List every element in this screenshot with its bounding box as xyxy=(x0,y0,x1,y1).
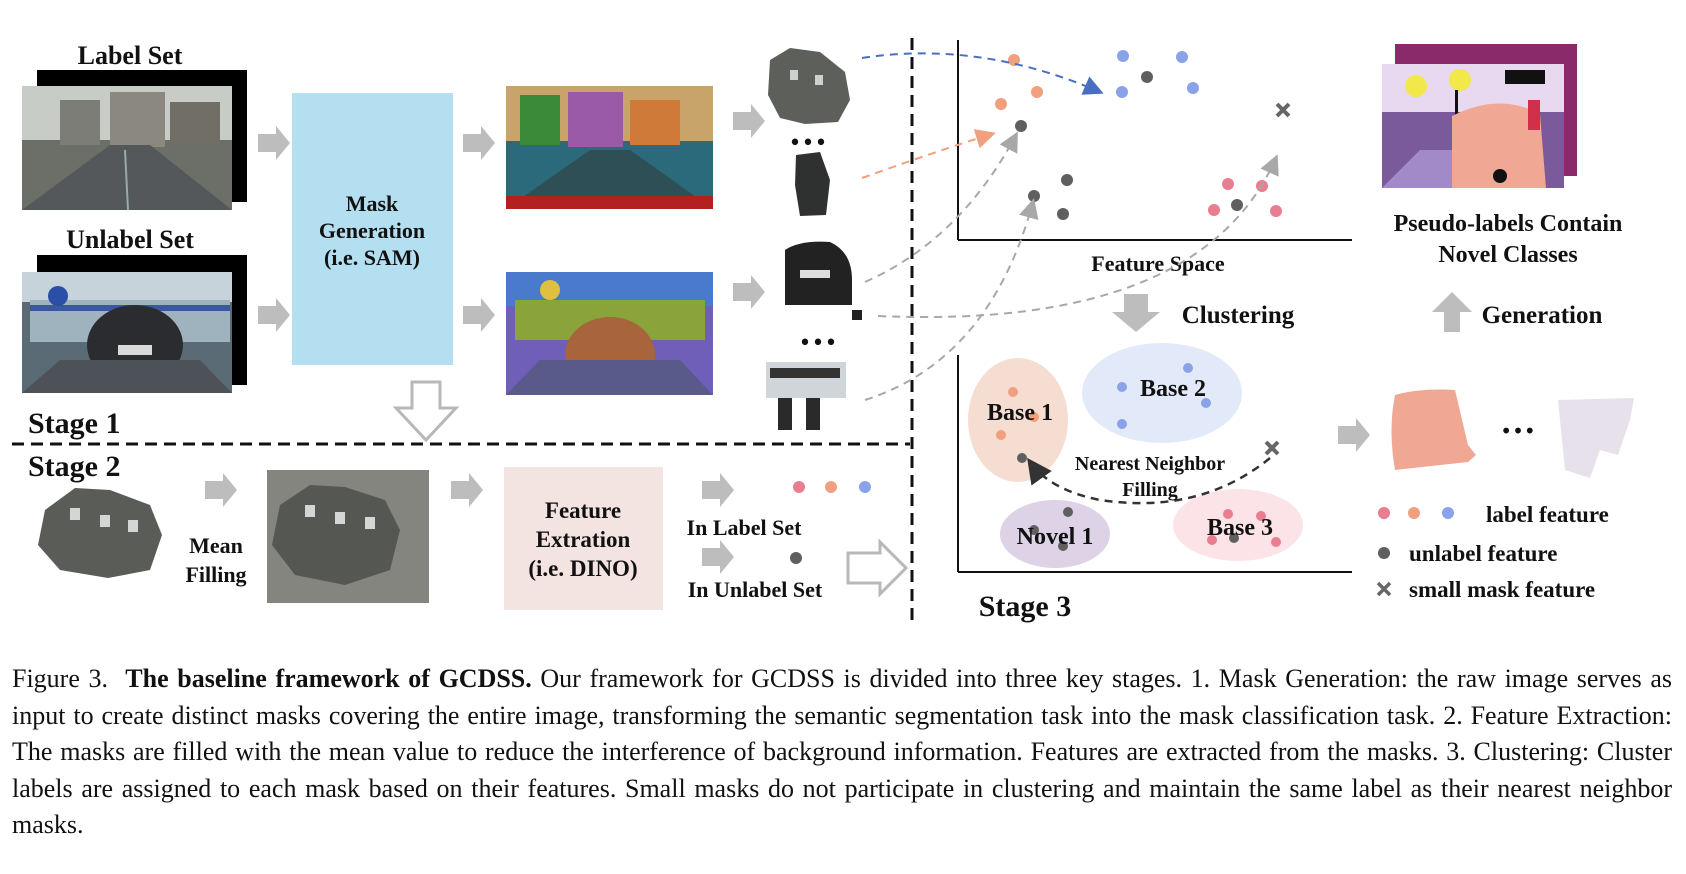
segmented-label-image xyxy=(506,86,713,209)
in-unlabel-set-text: In Unlabel Set xyxy=(688,577,823,602)
mask-crop-pole xyxy=(795,152,830,216)
base1-label: Base 1 xyxy=(987,400,1053,426)
caption-body: Our framework for GCDSS is divided into … xyxy=(12,664,1673,839)
pseudo-labels-line2: Novel Classes xyxy=(1438,242,1577,268)
generation-label: Generation xyxy=(1482,302,1603,329)
cluster-novel1 xyxy=(1000,500,1110,568)
in-label-set-text: In Label Set xyxy=(687,515,803,540)
caption-title: The baseline framework of GCDSS. xyxy=(125,664,532,693)
legend-dot-pink xyxy=(1378,507,1390,519)
clustering-arrow xyxy=(1112,294,1160,332)
cluster-base3 xyxy=(1173,489,1303,561)
mean-filling-line1: Mean xyxy=(189,533,243,558)
arc-pole-to-orange xyxy=(861,129,996,179)
base2-label: Base 2 xyxy=(1140,376,1206,402)
stage2-label: Stage 2 xyxy=(28,450,121,483)
legend-small-mask-feature: small mask feature xyxy=(1409,577,1595,602)
unlabel-set-title: Unlabel Set xyxy=(66,225,194,254)
stage2-label-dot-blue xyxy=(859,481,871,493)
cluster-points xyxy=(996,363,1281,551)
legend-dot-orange xyxy=(1408,507,1420,519)
stage1-arrows xyxy=(258,104,765,332)
arrow-to-feature-extraction xyxy=(451,473,483,507)
mask-generation-box xyxy=(292,93,453,365)
nearest-neighbor-arrow xyxy=(1027,457,1271,505)
stage2-unlabel-dot xyxy=(790,552,802,564)
mask-crop-building xyxy=(768,48,850,124)
mask-crop-tram xyxy=(766,362,846,430)
stage2-label-dot-orange xyxy=(825,481,837,493)
ellipsis-3: ••• xyxy=(1500,419,1535,443)
pseudo-label-image xyxy=(1382,44,1577,188)
unlabel-set-image xyxy=(22,255,247,393)
feature-extraction-line2: Extration xyxy=(536,527,631,552)
legend: label feature unlabel feature small mask… xyxy=(1376,502,1609,602)
figure-caption: Figure 3. The baseline framework of GCDS… xyxy=(12,661,1672,844)
feature-extraction-line1: Feature xyxy=(545,498,621,523)
feature-space-points xyxy=(995,50,1291,220)
legend-dot-blue xyxy=(1442,507,1454,519)
colored-mask-building xyxy=(1391,389,1476,470)
framework-figure: Label Set Unlabel Set Mask Generation (i… xyxy=(12,38,1634,623)
mask-generation-line1: Mask xyxy=(346,191,399,216)
novel1-label: Novel 1 xyxy=(1017,524,1094,550)
stage1-label: Stage 1 xyxy=(28,407,121,440)
mask-generation-line3: (i.e. SAM) xyxy=(324,245,420,270)
arrow-to-colored-masks xyxy=(1338,418,1370,452)
stage3-label: Stage 3 xyxy=(979,590,1072,623)
mask-crop-car xyxy=(785,241,862,320)
mean-filled-image xyxy=(267,470,429,603)
ellipsis-2: ••• xyxy=(799,331,838,356)
cluster-axes xyxy=(957,355,1352,573)
arc-tram-to-gray xyxy=(864,198,1039,401)
label-set-image xyxy=(22,70,247,211)
arc-building-to-blue xyxy=(861,52,1104,95)
base3-label: Base 3 xyxy=(1207,515,1273,541)
ellipsis-1: ••• xyxy=(789,131,828,156)
colored-mask-tram xyxy=(1558,398,1634,478)
label-set-title: Label Set xyxy=(78,41,183,70)
feature-space-axes xyxy=(957,40,1352,241)
pseudo-labels-line1: Pseudo-labels Contain xyxy=(1394,211,1623,237)
stage2-building-mask xyxy=(38,488,162,578)
clustering-label: Clustering xyxy=(1182,302,1295,329)
legend-dot-gray xyxy=(1378,547,1390,559)
generation-arrow xyxy=(1432,292,1472,332)
cluster-base2 xyxy=(1082,343,1242,443)
legend-cross xyxy=(1376,581,1392,597)
cluster-base1 xyxy=(968,358,1068,482)
nearest-neighbor-line1: Nearest Neighbor xyxy=(1075,453,1225,475)
stage2-label-dot-pink xyxy=(793,481,805,493)
legend-label-feature: label feature xyxy=(1486,502,1609,527)
feature-space-label: Feature Space xyxy=(1091,251,1225,276)
legend-unlabel-feature: unlabel feature xyxy=(1409,541,1557,566)
mean-filling-line2: Filling xyxy=(185,562,246,587)
arc-small-mask-to-cross xyxy=(877,154,1279,319)
segmented-unlabel-image xyxy=(506,272,713,395)
arc-car-to-gray xyxy=(864,131,1018,283)
caption-prefix: Figure 3. xyxy=(12,664,109,693)
hollow-down-arrow xyxy=(392,380,460,443)
feature-extraction-line3: (i.e. DINO) xyxy=(528,556,637,581)
mask-generation-line2: Generation xyxy=(319,218,425,243)
feature-extraction-box xyxy=(504,467,663,610)
stage2-output-arrows xyxy=(702,473,734,574)
nearest-neighbor-line2: Filling xyxy=(1122,479,1178,501)
arrow-to-mean-filling xyxy=(205,473,237,507)
hollow-right-arrow xyxy=(846,538,909,598)
